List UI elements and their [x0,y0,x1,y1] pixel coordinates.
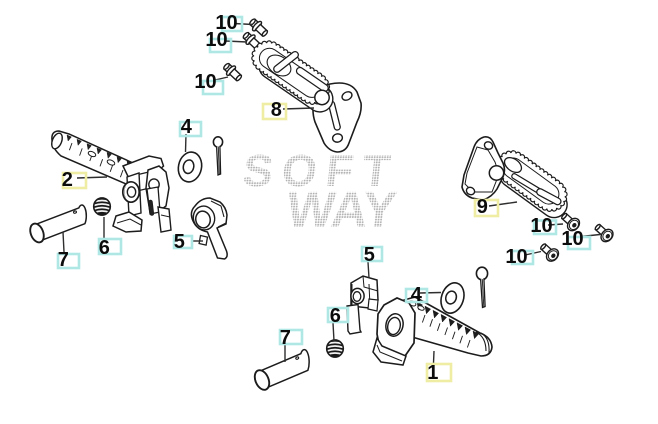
svg-text:6: 6 [330,305,341,327]
svg-text:8: 8 [271,99,282,121]
svg-text:10: 10 [194,71,216,93]
svg-text:10: 10 [505,246,527,268]
svg-text:5: 5 [174,231,185,253]
svg-text:7: 7 [58,249,69,271]
svg-text:10: 10 [561,228,583,250]
svg-text:6: 6 [99,237,110,259]
svg-text:10: 10 [205,29,227,51]
svg-text:2: 2 [62,169,73,191]
svg-text:7: 7 [280,327,291,349]
svg-text:WAY: WAY [284,181,399,238]
svg-text:10: 10 [530,215,552,237]
svg-text:5: 5 [364,244,375,266]
svg-text:10: 10 [215,12,237,34]
svg-text:4: 4 [181,116,193,138]
svg-text:9: 9 [477,196,488,218]
svg-text:SOFT: SOFT [240,145,401,196]
svg-text:1: 1 [427,362,438,384]
svg-text:4: 4 [411,284,423,306]
